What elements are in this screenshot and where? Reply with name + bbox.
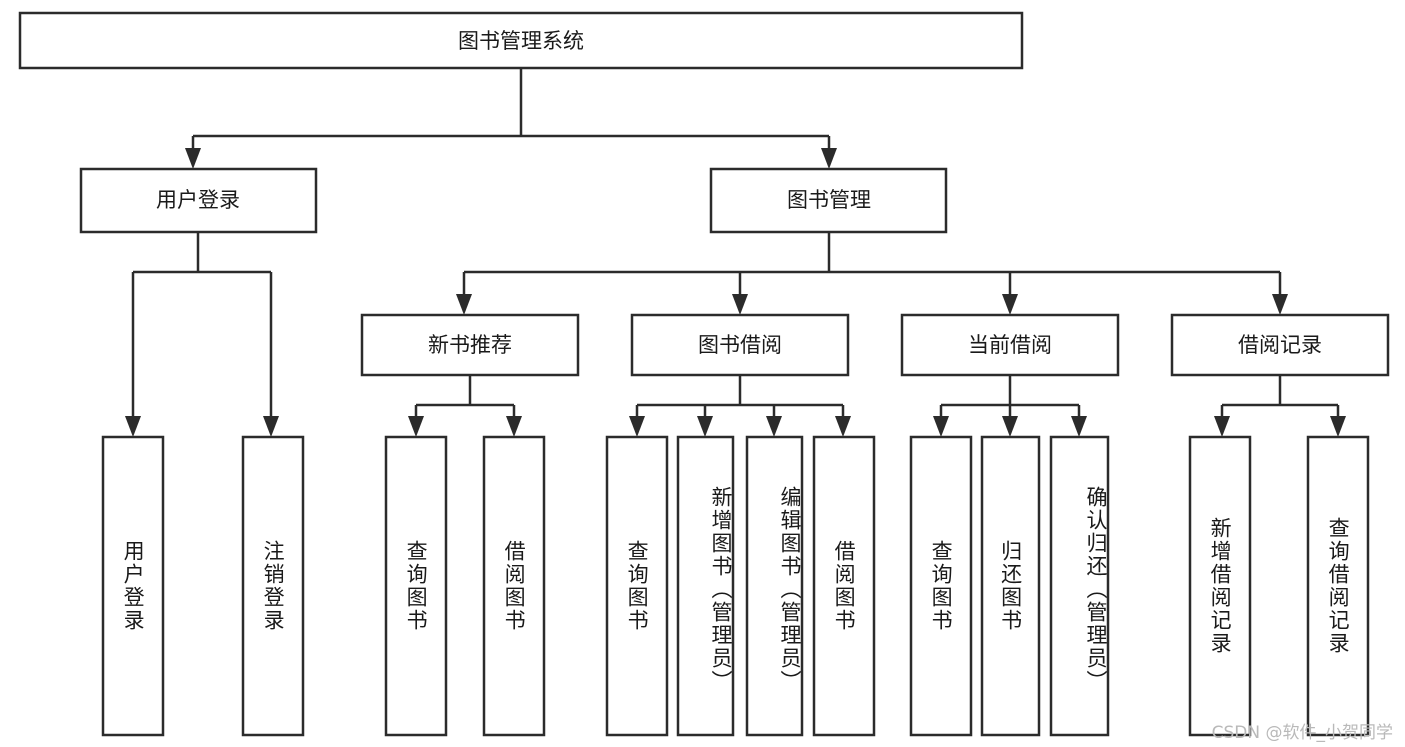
node-new-book-recommend-box[interactable]	[360, 313, 580, 377]
arrow-to-add-book	[697, 416, 713, 437]
node-confirm-return-box[interactable]	[1049, 435, 1110, 737]
connector-user-login-bus	[131, 232, 273, 424]
node-borrow-book-2[interactable]	[812, 435, 876, 737]
node-add-book-box[interactable]	[676, 435, 735, 737]
arrow-to-borrow-book-1	[506, 416, 522, 437]
node-add-borrow-record[interactable]	[1188, 435, 1252, 737]
node-return-book-box[interactable]	[980, 435, 1041, 737]
node-book-manage[interactable]: 图书管理	[709, 167, 948, 234]
arrow-to-borrow-book-2	[835, 416, 851, 437]
node-new-book-recommend[interactable]: 新书推荐	[360, 313, 580, 377]
node-user-login-do-box[interactable]	[101, 435, 165, 737]
node-borrow-book-1[interactable]	[482, 435, 546, 737]
arrow-to-book-manage	[821, 148, 837, 169]
node-query-book-1[interactable]	[384, 435, 448, 737]
node-edit-book[interactable]	[745, 435, 804, 737]
arrow-to-return-book	[1002, 416, 1018, 437]
node-new-book-recommend-label: 新书推荐	[428, 333, 512, 357]
arrow-to-add-borrow-record	[1214, 416, 1230, 437]
csdn-watermark: CSDN @软件_小贺同学	[1211, 723, 1393, 743]
node-current-borrow[interactable]: 当前借阅	[900, 313, 1120, 377]
node-borrow-record-box[interactable]	[1170, 313, 1390, 377]
node-book-borrow[interactable]: 图书借阅	[630, 313, 850, 377]
node-query-book-1-box[interactable]	[384, 435, 448, 737]
arrow-to-query-book-1	[408, 416, 424, 437]
node-user-login-box[interactable]	[79, 167, 318, 234]
node-query-book-2[interactable]	[605, 435, 669, 737]
arrow-to-query-borrow-record	[1330, 416, 1346, 437]
node-edit-book-box[interactable]	[745, 435, 804, 737]
node-borrow-book-1-box[interactable]	[482, 435, 546, 737]
connector-borrow-record-bus	[1220, 375, 1340, 424]
node-borrow-record[interactable]: 借阅记录	[1170, 313, 1390, 377]
node-root[interactable]: 图书管理系统	[18, 11, 1024, 70]
connector-current-borrow-bus	[939, 375, 1081, 424]
node-add-book[interactable]	[676, 435, 735, 737]
arrow-to-current-borrow	[1002, 294, 1018, 315]
node-user-logout[interactable]	[241, 435, 305, 737]
arrow-to-query-book-3	[933, 416, 949, 437]
arrow-to-user-login	[185, 148, 201, 169]
connector-book-borrow-bus	[635, 375, 845, 424]
node-user-login[interactable]: 用户登录	[79, 167, 318, 234]
arrow-to-borrow-record	[1272, 294, 1288, 315]
node-confirm-return[interactable]	[1049, 435, 1110, 737]
arrow-to-user-logout	[263, 416, 279, 437]
node-borrow-record-label: 借阅记录	[1238, 333, 1322, 357]
connector-root-bus	[191, 68, 831, 156]
arrow-to-book-borrow	[732, 294, 748, 315]
node-user-login-label: 用户登录	[156, 188, 240, 212]
node-query-borrow-record[interactable]	[1306, 435, 1370, 737]
arrow-to-confirm-return	[1071, 416, 1087, 437]
node-add-borrow-record-box[interactable]	[1188, 435, 1252, 737]
node-current-borrow-label: 当前借阅	[968, 333, 1052, 357]
arrow-to-edit-book	[766, 416, 782, 437]
node-query-borrow-record-box[interactable]	[1306, 435, 1370, 737]
node-book-manage-box[interactable]	[709, 167, 948, 234]
node-root-label: 图书管理系统	[458, 29, 584, 53]
arrow-to-new-book-recommend	[456, 294, 472, 315]
node-return-book[interactable]	[980, 435, 1041, 737]
arrow-to-query-book-2	[629, 416, 645, 437]
node-book-borrow-box[interactable]	[630, 313, 850, 377]
connector-book-manage-bus	[462, 232, 1282, 302]
node-current-borrow-box[interactable]	[900, 313, 1120, 377]
node-user-login-do[interactable]	[101, 435, 165, 737]
node-book-borrow-label: 图书借阅	[698, 333, 782, 357]
connectors-layer	[125, 68, 1346, 437]
arrow-to-user-login-do	[125, 416, 141, 437]
node-root-box[interactable]	[18, 11, 1024, 70]
node-user-logout-box[interactable]	[241, 435, 305, 737]
connector-new-book-recommend-bus	[414, 375, 516, 424]
node-query-book-2-box[interactable]	[605, 435, 669, 737]
node-query-book-3-box[interactable]	[909, 435, 973, 737]
node-query-book-3[interactable]	[909, 435, 973, 737]
node-borrow-book-2-box[interactable]	[812, 435, 876, 737]
node-book-manage-label: 图书管理	[787, 188, 871, 212]
